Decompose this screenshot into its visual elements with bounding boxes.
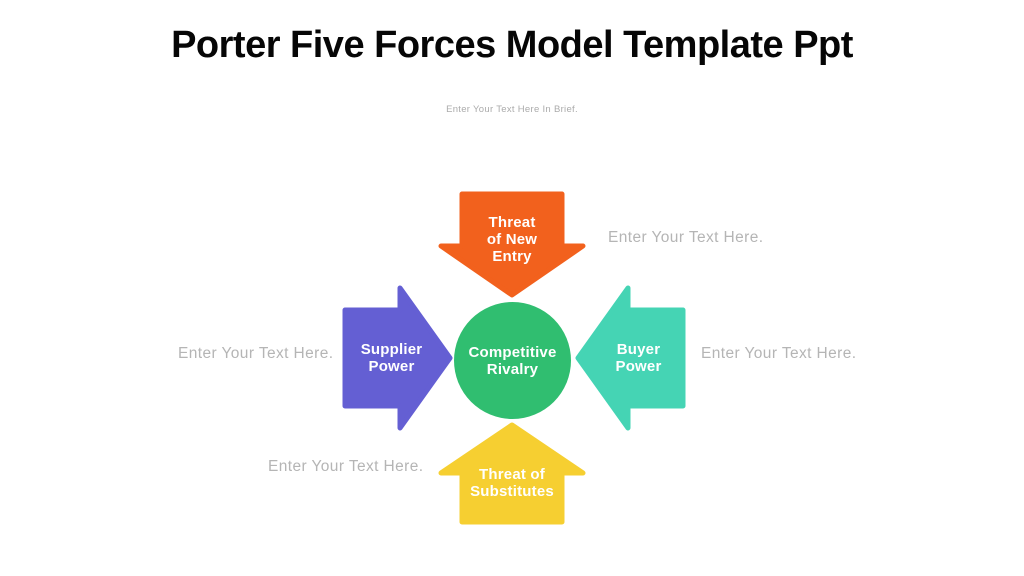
down-arrow-outline — [438, 191, 586, 298]
up-arrow-icon — [438, 422, 586, 525]
force-supplier-power: Supplier Power — [341, 284, 454, 432]
center-competitive-rivalry: Competitive Rivalry — [454, 302, 571, 419]
up-arrow-outline — [438, 422, 586, 525]
center-label-competitive-rivalry: Competitive Rivalry — [468, 343, 557, 378]
force-threat-of-substitutes: Threat of Substitutes — [437, 421, 587, 526]
placeholder-text-middle-left: Enter Your Text Here. — [178, 345, 334, 362]
circle-icon — [454, 302, 571, 419]
force-label-threat-of-new-entry: Threat of New Entry — [486, 214, 538, 265]
left-arrow-outline — [575, 285, 686, 431]
slide-title: Porter Five Forces Model Template Ppt — [171, 24, 853, 66]
left-arrow-icon — [575, 285, 686, 431]
placeholder-text-top-right: Enter Your Text Here. — [608, 229, 764, 246]
right-arrow-icon — [342, 285, 453, 431]
force-label-threat-of-substitutes: Threat of Substitutes — [470, 465, 554, 500]
down-arrow-icon — [438, 191, 586, 298]
force-label-supplier-power: Supplier Power — [360, 341, 423, 375]
force-label-buyer-power: Buyer Power — [615, 341, 662, 375]
force-threat-of-new-entry: Threat of New Entry — [437, 190, 587, 299]
right-arrow-outline — [342, 285, 453, 431]
circle-shape — [454, 302, 571, 419]
placeholder-text-bottom-left: Enter Your Text Here. — [268, 458, 424, 475]
force-buyer-power: Buyer Power — [574, 284, 687, 432]
placeholder-text-middle-right: Enter Your Text Here. — [701, 345, 857, 362]
slide-subtitle: Enter Your Text Here In Brief. — [446, 104, 578, 115]
